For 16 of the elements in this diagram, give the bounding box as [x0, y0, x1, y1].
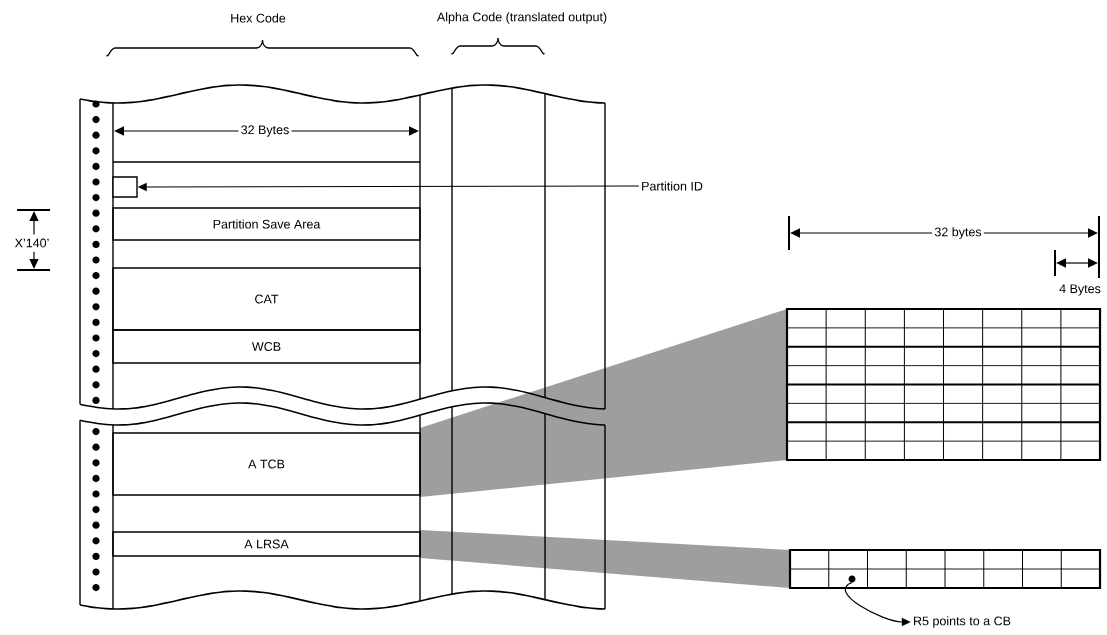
byte-grid	[788, 548, 1102, 590]
small-box	[112, 176, 138, 198]
memory-row: A TCB	[112, 432, 421, 496]
memory-row: CAT	[112, 267, 421, 331]
memory-row: A LRSA	[112, 531, 421, 557]
label-text: 32 bytes	[932, 225, 984, 241]
label-text: 32 Bytes	[238, 123, 292, 139]
label-text: 4 Bytes	[1057, 282, 1103, 298]
label-text: R5 points to a CB	[911, 614, 1013, 630]
label-text: Alpha Code (translated output)	[434, 10, 610, 26]
label-text: Hex Code	[228, 11, 288, 25]
memory-row: WCB	[112, 329, 421, 364]
label-text: X’140’	[12, 236, 52, 250]
byte-grid	[785, 307, 1102, 462]
label-text: Partition ID	[639, 179, 705, 193]
memory-row: Partition Save Area	[112, 207, 421, 241]
